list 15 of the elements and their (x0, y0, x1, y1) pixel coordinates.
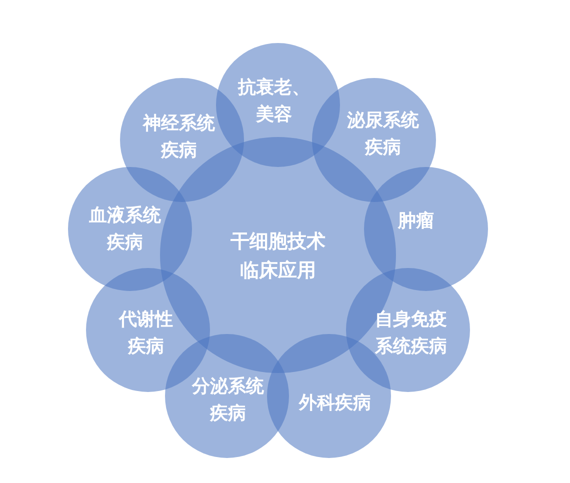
topic-circle (312, 78, 436, 202)
topic-label: 血液系统疾病 (88, 204, 162, 255)
topic-label: 自身免疫系统疾病 (374, 308, 448, 359)
topic-circle (68, 167, 192, 291)
topic-label: 泌尿系统疾病 (346, 109, 420, 160)
topic-label: 肿瘤 (398, 210, 434, 234)
center-label: 干细胞技术临床应用 (230, 230, 326, 283)
topic-label: 代谢性疾病 (118, 308, 174, 359)
topic-circle (346, 268, 470, 392)
topic-label: 神经系统疾病 (142, 112, 216, 163)
topic-label: 抗衰老、美容 (238, 76, 310, 127)
topic-circle (165, 334, 289, 458)
topic-circle (216, 43, 340, 167)
topic-label: 外科疾病 (299, 392, 371, 416)
topic-label: 分泌系统疾病 (192, 375, 264, 426)
